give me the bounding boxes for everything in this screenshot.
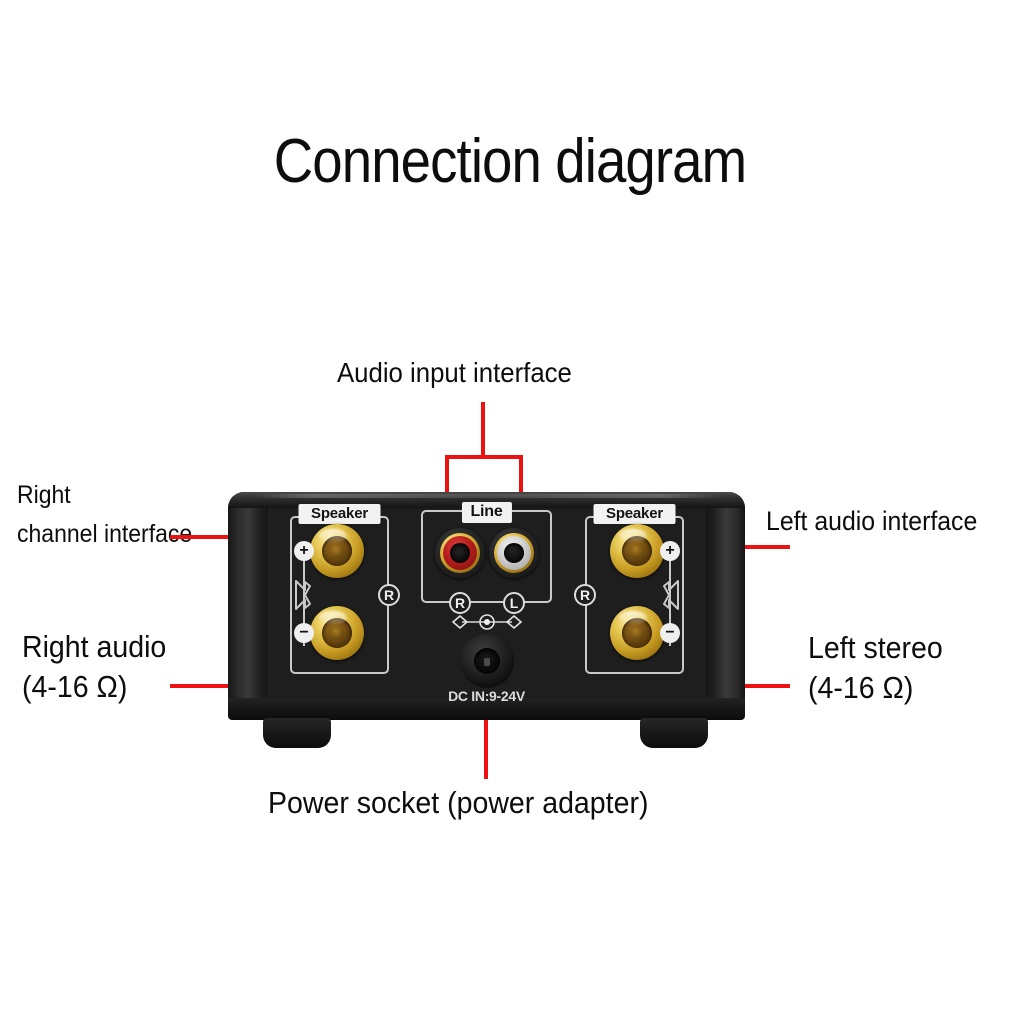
callout-left-stereo-line2: (4-16 Ω) xyxy=(808,670,914,705)
binding-post-positive-right[interactable] xyxy=(610,524,664,578)
rca-jack-right-channel[interactable] xyxy=(435,528,485,578)
dc-voltage-label: DC IN:9-24V xyxy=(448,688,525,704)
rca-channel-badge-l: L xyxy=(503,592,525,614)
binding-post-highlight xyxy=(619,529,647,543)
chassis-foot-left xyxy=(263,718,331,748)
callout-left-stereo: Left stereo (4-16 Ω) xyxy=(808,628,943,708)
dc-polarity-icon xyxy=(451,614,522,630)
speaker-label-right: Speaker xyxy=(593,504,676,524)
speaker-terminal-block-left: Speaker + − R xyxy=(274,500,405,680)
leader-audio-input-crossbar xyxy=(445,455,523,459)
callout-right-audio: Right audio (4-16 Ω) xyxy=(22,627,166,707)
speaker-label-left: Speaker xyxy=(298,504,381,524)
channel-badge-left-block: R xyxy=(378,584,400,606)
binding-post-highlight xyxy=(319,529,347,543)
binding-post-highlight xyxy=(619,611,647,625)
binding-post-negative-left[interactable] xyxy=(310,606,364,660)
callout-left-stereo-line1: Left stereo xyxy=(808,630,943,665)
binding-post-negative-right[interactable] xyxy=(610,606,664,660)
speaker-horn-icon-right xyxy=(663,580,679,610)
callout-right-channel-interface: Right channel interface xyxy=(17,476,192,554)
binding-post-highlight xyxy=(319,611,347,625)
line-input-block: Line R L xyxy=(421,502,552,614)
speaker-horn-icon-left xyxy=(295,580,311,610)
dc-power-jack[interactable] xyxy=(459,634,514,688)
polarity-plus-icon-right: + xyxy=(660,541,680,561)
leader-audio-input-stem xyxy=(481,402,485,458)
binding-post-positive-left[interactable] xyxy=(310,524,364,578)
callout-left-audio-text: Left audio interface xyxy=(766,506,978,536)
callout-right-audio-line2: (4-16 Ω) xyxy=(22,669,128,704)
rca-jack-left-channel[interactable] xyxy=(489,528,539,578)
line-label: Line xyxy=(461,502,512,523)
speaker-terminal-block-right: Speaker + − R xyxy=(569,500,700,680)
polarity-plus-icon-left: + xyxy=(294,541,314,561)
callout-power-socket: Power socket (power adapter) xyxy=(268,785,648,821)
callout-right-channel-line2: channel interface xyxy=(17,520,193,548)
page-title: Connection diagram xyxy=(273,127,747,196)
dc-power-group: DC IN:9-24V xyxy=(421,614,552,704)
callout-power-socket-text: Power socket (power adapter) xyxy=(268,785,649,820)
rca-channel-badge-r: R xyxy=(449,592,471,614)
rca-center-hole xyxy=(450,543,470,563)
callout-right-audio-line1: Right audio xyxy=(22,629,167,664)
rca-center-hole xyxy=(504,543,524,563)
callout-audio-input-text: Audio input interface xyxy=(337,357,572,388)
callout-audio-input-interface: Audio input interface xyxy=(337,357,572,389)
callout-left-audio-interface: Left audio interface xyxy=(766,506,977,537)
polarity-minus-icon-right: − xyxy=(660,623,680,643)
callout-right-channel-line1: Right xyxy=(17,481,71,509)
amplifier-rear-panel: Speaker + − R Speaker xyxy=(228,492,745,748)
chassis-foot-right xyxy=(640,718,708,748)
polarity-minus-icon-left: − xyxy=(294,623,314,643)
channel-badge-right-block: R xyxy=(574,584,596,606)
chassis-base-lip xyxy=(228,698,745,720)
